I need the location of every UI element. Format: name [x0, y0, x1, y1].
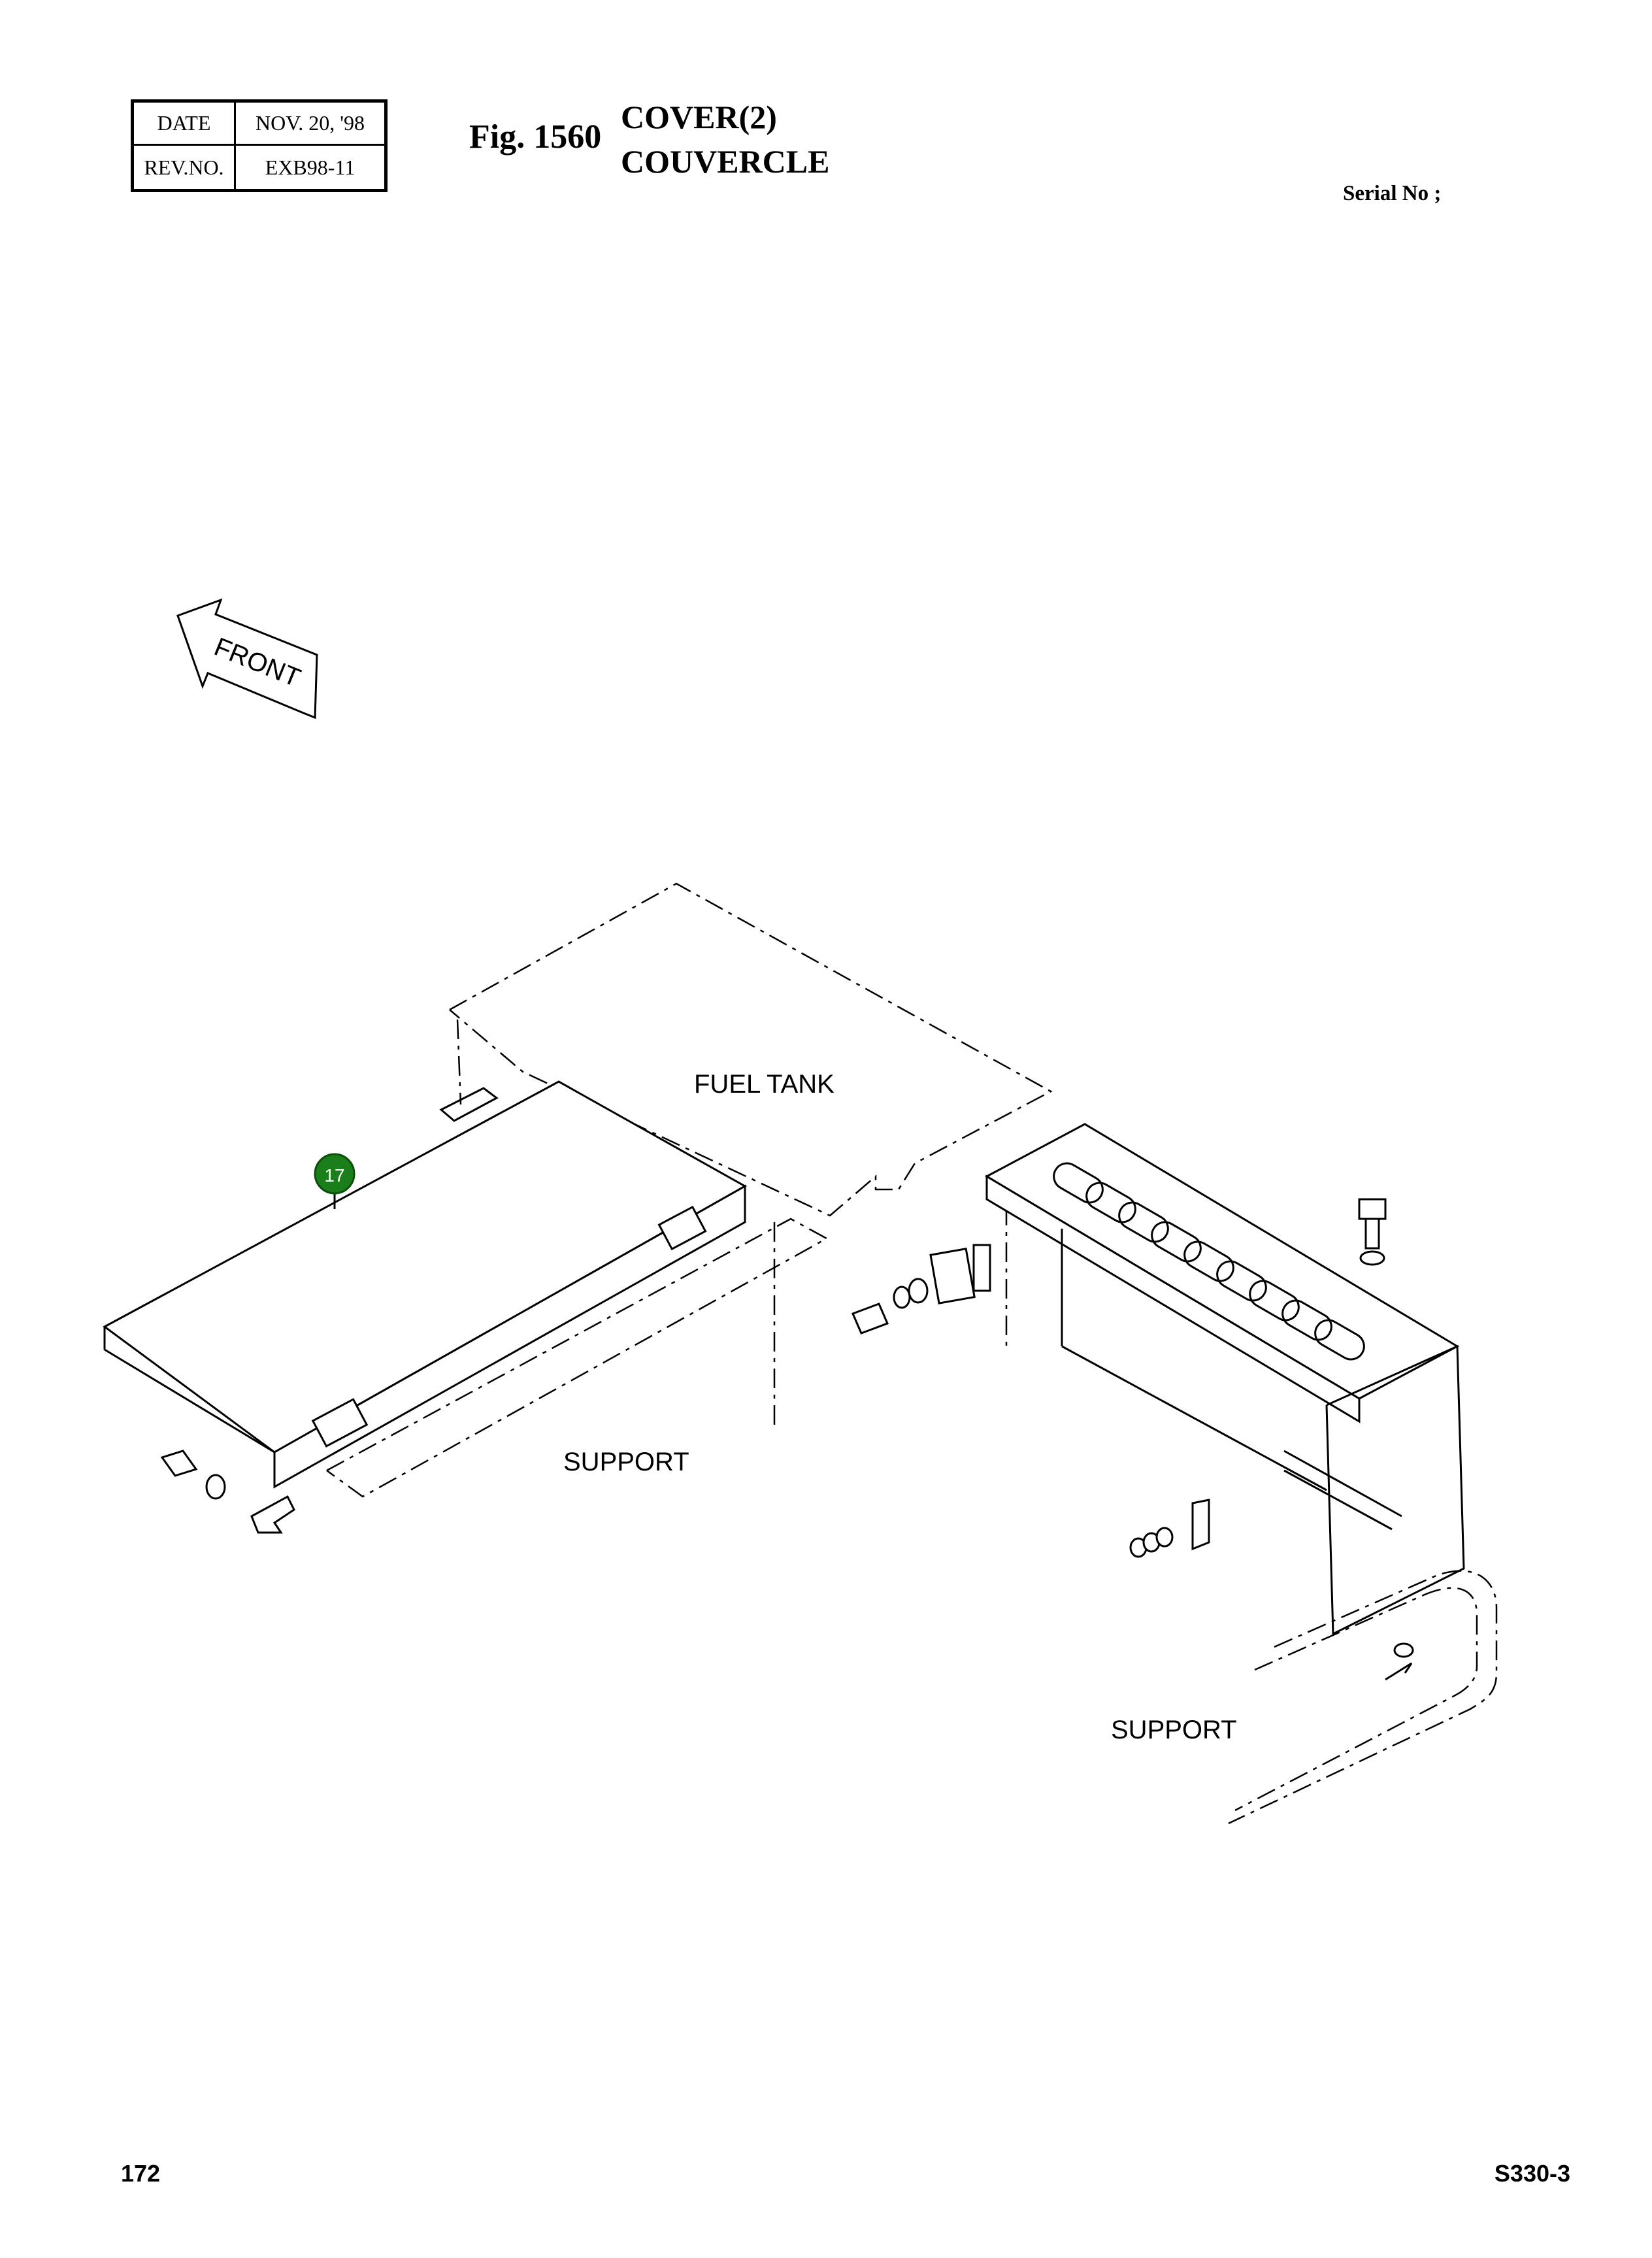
- date-value: NOV. 20, '98: [236, 103, 384, 146]
- front-arrow-icon: FRONT: [176, 598, 318, 720]
- fuel-tank-outline: [449, 882, 1053, 1217]
- fuel-tank-label: FUEL TANK: [694, 1070, 834, 1099]
- callout-17[interactable]: 17: [314, 1153, 355, 1209]
- support-right-label: SUPPORT: [1111, 1716, 1237, 1744]
- date-label: DATE: [134, 103, 236, 146]
- serial-number-label: Serial No ;: [1343, 182, 1442, 205]
- page-number: 172: [121, 2160, 161, 2187]
- model-number: S330-3: [1494, 2160, 1570, 2187]
- rev-label: REV.NO.: [134, 146, 236, 189]
- title-french: COUVERCLE: [621, 143, 830, 180]
- support-left-label: SUPPORT: [563, 1448, 689, 1476]
- callout-marker[interactable]: [314, 1153, 355, 1195]
- right-hardware: [851, 1198, 1414, 1681]
- rev-value: EXB98-11: [265, 155, 355, 179]
- callout-number: 17: [324, 1165, 344, 1186]
- left-support: [326, 1206, 1008, 1498]
- right-support-rail: [1228, 1570, 1498, 1825]
- figure-number: Fig. 1560: [469, 118, 602, 156]
- title-english: COVER(2): [621, 99, 777, 135]
- cover-panel: [103, 1080, 748, 1489]
- right-support-frame: [984, 1123, 1465, 1636]
- left-hardware: [160, 1450, 295, 1534]
- header-table: DATE NOV. 20, '98 REV.NO. EXB98-11: [131, 99, 388, 192]
- slot-row: [1053, 1162, 1365, 1361]
